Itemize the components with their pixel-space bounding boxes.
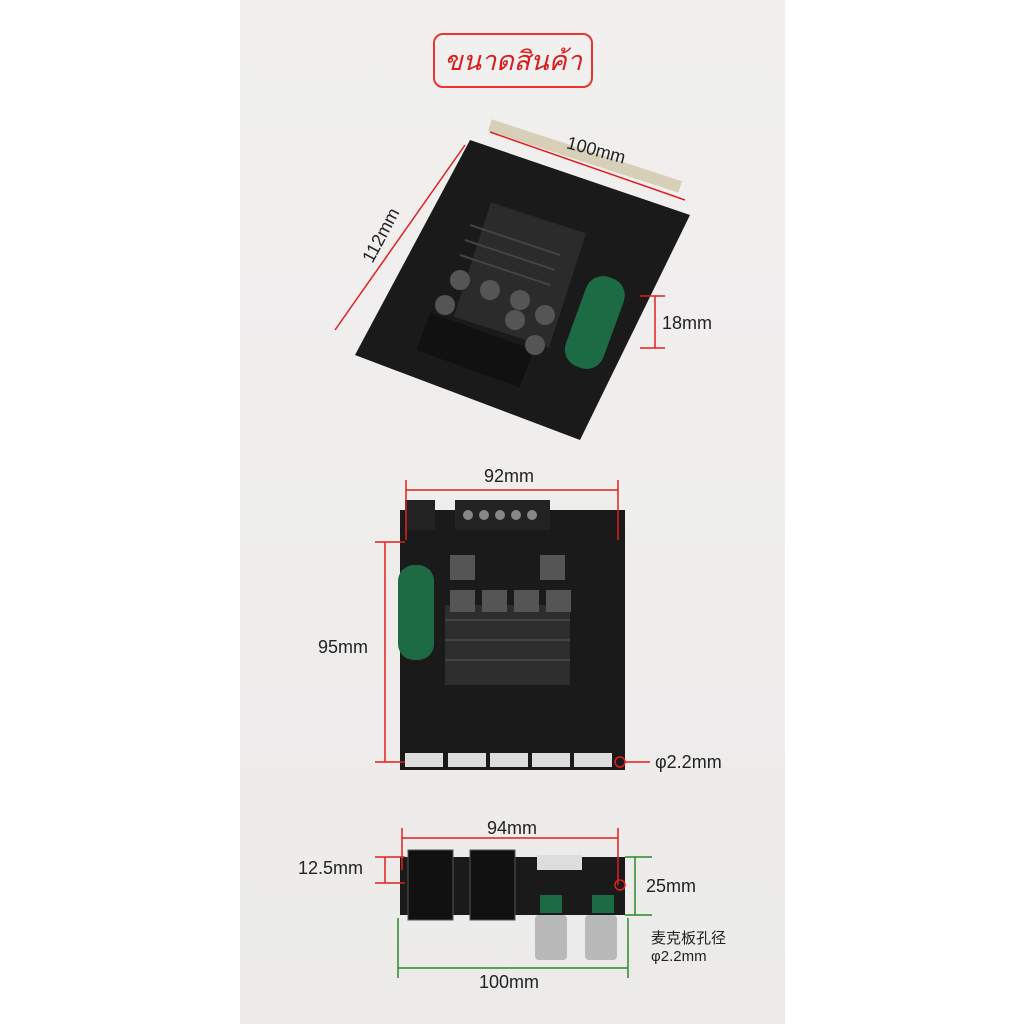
- mic-board-dimensions: [375, 828, 652, 978]
- front-hole-label: φ2.2mm: [655, 752, 722, 772]
- page-title: ขนาดสินค้า: [444, 46, 582, 77]
- front-height-label: 95mm: [318, 637, 369, 657]
- mic-note-line2: φ2.2mm: [651, 948, 707, 965]
- mic-height-label: 25mm: [646, 876, 697, 896]
- board-top-view: [355, 119, 690, 440]
- front-view-dimensions: [375, 480, 650, 768]
- mic-note: 麦克板孔径 φ2.2mm: [651, 930, 726, 966]
- mic-board-view: [400, 849, 625, 960]
- title-badge: ขนาดสินค้า: [433, 33, 593, 88]
- mic-jack-pitch-label: 12.5mm: [298, 858, 364, 878]
- top-height-label: 18mm: [662, 313, 713, 333]
- mic-width-label: 100mm: [479, 972, 540, 992]
- mic-note-line1: 麦克板孔径: [651, 930, 727, 947]
- board-front-view: [398, 500, 625, 770]
- front-width-label: 92mm: [484, 466, 535, 486]
- top-view-dimensions: [334, 131, 686, 349]
- mic-hole-spacing-label: 94mm: [487, 818, 538, 838]
